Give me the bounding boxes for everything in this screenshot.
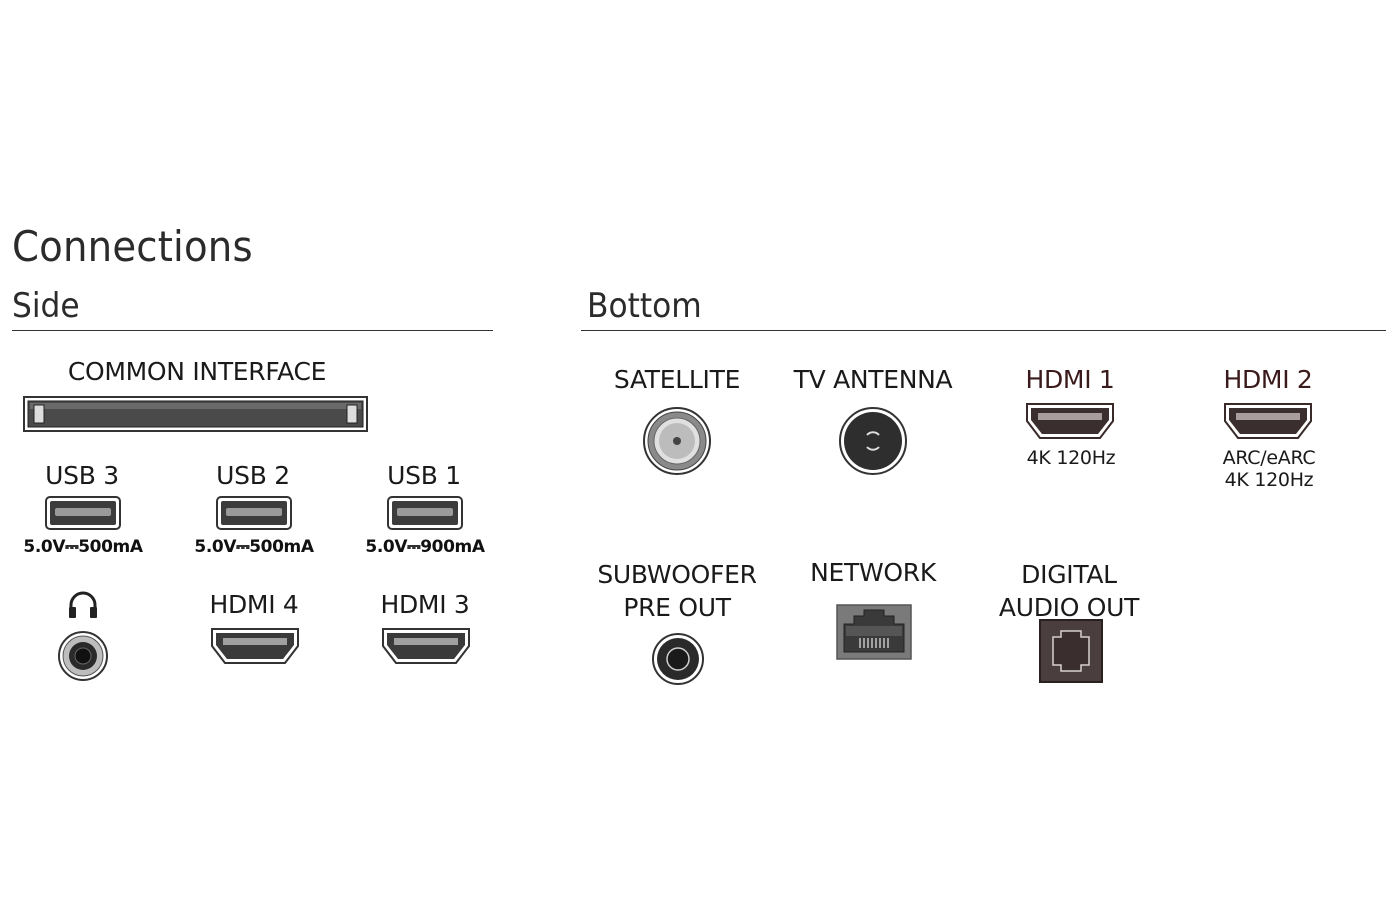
- usb2-label: USB 2: [216, 461, 290, 490]
- hdmi3-label: HDMI 3: [380, 590, 470, 619]
- usb2-port-icon: [216, 496, 292, 530]
- hdmi2-port-icon: [1224, 403, 1312, 439]
- headphones-icon: [69, 591, 97, 618]
- ethernet-port-icon: [836, 604, 912, 660]
- hdmi2-label: HDMI 2: [1223, 365, 1313, 394]
- optical-audio-port-icon: [1039, 619, 1103, 683]
- page-title: Connections: [12, 222, 253, 271]
- usb2-power-rating: 5.0V⎓500mA: [194, 537, 314, 557]
- side-divider: [12, 330, 493, 331]
- usb1-port-icon: [387, 496, 463, 530]
- bottom-heading: Bottom: [587, 286, 702, 326]
- hdmi4-port-icon: [211, 628, 299, 664]
- tv-antenna-label: TV ANTENNA: [793, 365, 953, 394]
- hdmi3-port-icon: [382, 628, 470, 664]
- usb1-label: USB 1: [387, 461, 461, 490]
- digital-audio-label-line2: AUDIO OUT: [998, 593, 1140, 622]
- satellite-label: SATELLITE: [613, 365, 741, 394]
- side-heading: Side: [12, 286, 80, 326]
- network-label: NETWORK: [810, 558, 936, 587]
- common-interface-slot-icon: [23, 396, 368, 432]
- subwoofer-label-line2: PRE OUT: [623, 593, 731, 622]
- hdmi2-spec-arc: ARC/eARC: [1222, 447, 1316, 469]
- usb3-port-icon: [45, 496, 121, 530]
- usb3-label: USB 3: [45, 461, 119, 490]
- hdmi4-label: HDMI 4: [209, 590, 299, 619]
- usb1-power-rating: 5.0V⎓900mA: [365, 537, 485, 557]
- hdmi1-port-icon: [1026, 403, 1114, 439]
- digital-audio-label-line1: DIGITAL: [1021, 560, 1117, 589]
- hdmi1-spec: 4K 120Hz: [1026, 447, 1116, 469]
- hdmi2-spec-refresh: 4K 120Hz: [1224, 469, 1314, 491]
- bottom-divider: [581, 330, 1386, 331]
- headphone-jack-icon: [58, 631, 108, 681]
- satellite-connector-icon: [643, 407, 711, 475]
- subwoofer-jack-icon: [652, 633, 704, 685]
- hdmi1-label: HDMI 1: [1025, 365, 1115, 394]
- subwoofer-label-line1: SUBWOOFER: [597, 560, 757, 589]
- common-interface-label: COMMON INTERFACE: [67, 357, 327, 386]
- tv-antenna-connector-icon: [839, 407, 907, 475]
- usb3-power-rating: 5.0V⎓500mA: [23, 537, 143, 557]
